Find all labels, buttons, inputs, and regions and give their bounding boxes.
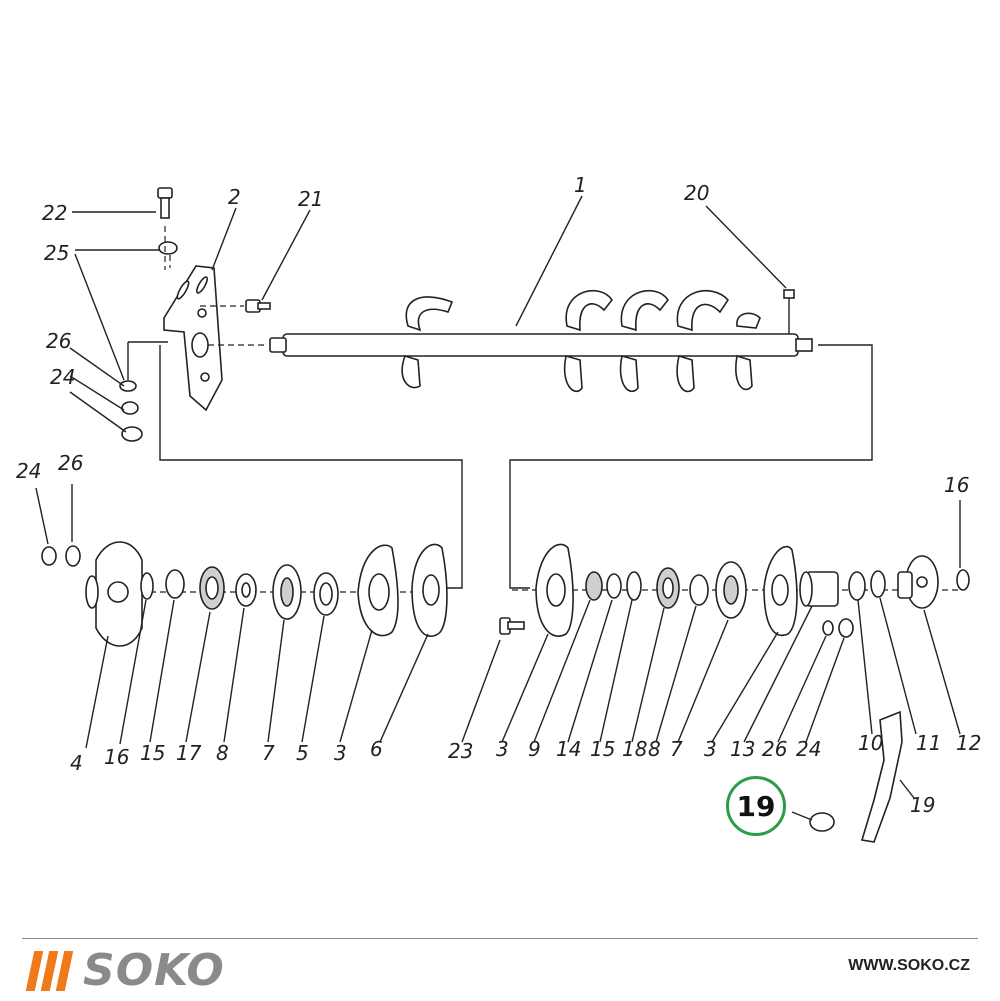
label-part-2: 2: [228, 185, 241, 209]
label-part-15-right: 15: [590, 737, 615, 761]
label-part-4: 4: [70, 751, 83, 775]
stripe: [40, 950, 59, 991]
website-link[interactable]: WWW.SOKO.CZ: [848, 957, 970, 974]
label-part-20: 20: [684, 181, 709, 205]
label-part-15-left: 15: [140, 741, 165, 765]
label-part-11: 11: [916, 731, 941, 755]
label-part-18: 18: [622, 737, 647, 761]
label-part-3-left: 3: [334, 741, 347, 765]
label-part-26-top: 26: [46, 329, 71, 353]
label-part-7-left: 7: [262, 741, 275, 765]
highlighted-part-number: 19: [736, 789, 776, 823]
label-part-3-right: 3: [704, 737, 717, 761]
label-part-26: 26: [762, 737, 787, 761]
label-part-24: 24: [796, 737, 821, 761]
label-part-21: 21: [298, 187, 323, 211]
right-bearing-assembly: [499, 543, 970, 843]
label-part-1: 1: [574, 173, 587, 197]
label-part-13: 13: [730, 737, 755, 761]
label-part-19: 19: [910, 793, 935, 817]
label-part-3-mid: 3: [496, 737, 509, 761]
stripe: [55, 950, 74, 991]
label-part-8-left: 8: [216, 741, 229, 765]
label-part-6: 6: [370, 737, 383, 761]
label-part-22: 22: [42, 201, 67, 225]
brand-stripes-icon: [25, 950, 74, 991]
label-part-8-right: 8: [648, 737, 661, 761]
part-labels: 1 2 20 21 22 25 26 24 24 26 16 4 16 15 1…: [16, 173, 981, 817]
label-part-12: 12: [956, 731, 981, 755]
label-part-24-left: 24: [16, 459, 41, 483]
label-part-5: 5: [296, 741, 309, 765]
bracket-plate: [163, 265, 268, 412]
footer-bar: SOKO WWW.SOKO.CZ: [22, 938, 978, 1001]
auger-shaft: [269, 289, 813, 393]
label-part-10: 10: [858, 731, 883, 755]
highlighted-part-badge[interactable]: 19: [726, 776, 786, 836]
label-part-24-top: 24: [50, 365, 75, 389]
label-part-25: 25: [44, 241, 69, 265]
connector-lines: [159, 344, 873, 589]
label-part-16: 16: [104, 745, 129, 769]
brand-name: SOKO: [83, 945, 225, 996]
top-left-hardware: [119, 187, 271, 442]
label-part-16-right: 16: [944, 473, 969, 497]
label-part-9: 9: [528, 737, 541, 761]
stripe: [25, 950, 44, 991]
left-bearing-assembly: [41, 541, 448, 647]
label-part-26-left: 26: [58, 451, 83, 475]
leader-lines: [35, 195, 961, 821]
brand-logo[interactable]: SOKO: [25, 945, 225, 996]
label-part-14: 14: [556, 737, 581, 761]
label-part-7-right: 7: [670, 737, 683, 761]
label-part-17: 17: [176, 741, 202, 765]
label-part-23: 23: [448, 739, 473, 763]
